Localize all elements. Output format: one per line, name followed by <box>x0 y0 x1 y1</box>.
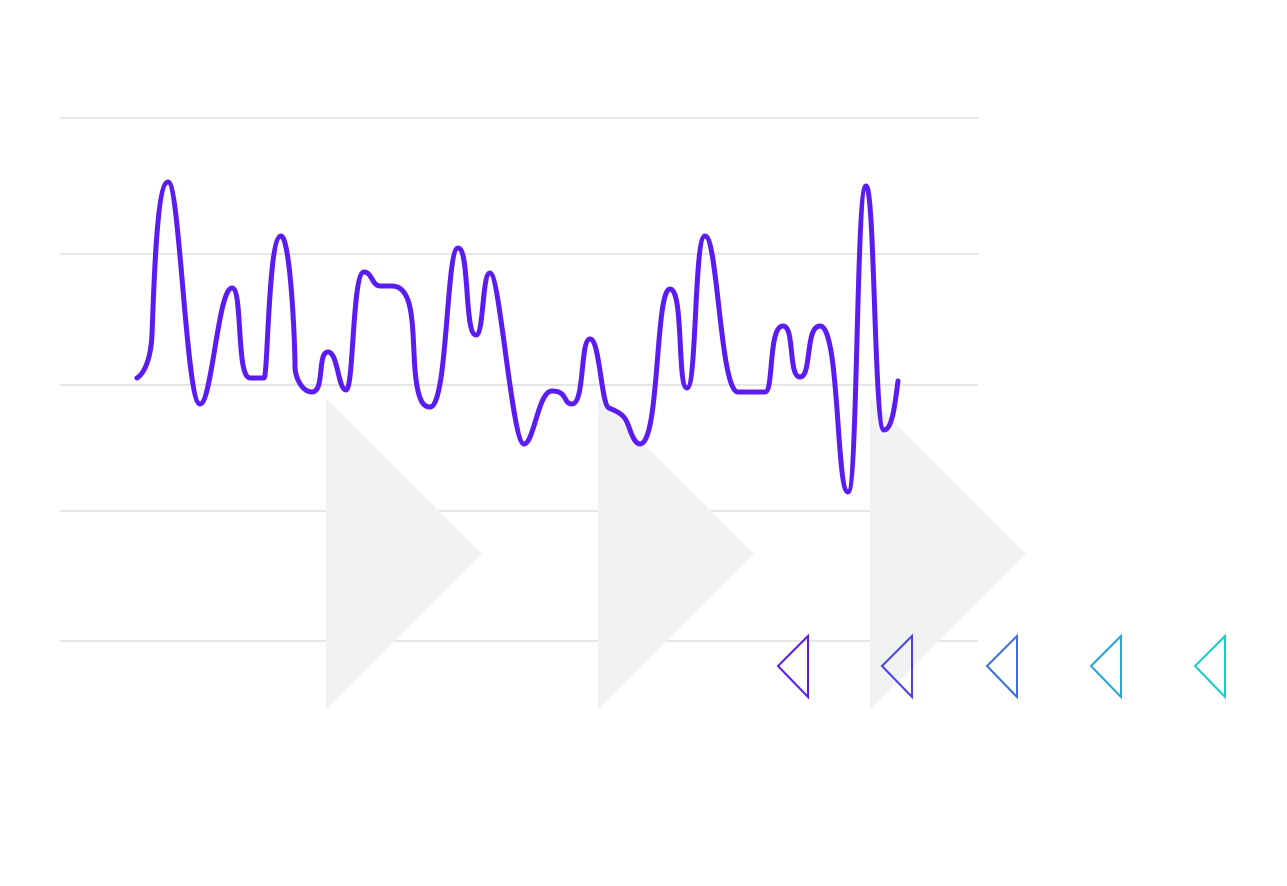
play-shapes <box>326 398 1026 710</box>
play-shape <box>598 398 754 710</box>
play-shape <box>326 398 482 710</box>
chevron-left-outline-icon <box>1089 633 1122 700</box>
arrow-icons <box>776 633 1226 700</box>
chevron-left-outline-icon <box>880 633 913 700</box>
gridlines <box>60 117 978 642</box>
chevron-left-outline-icon <box>985 633 1018 700</box>
chevron-left-outline-icon <box>1193 633 1226 700</box>
waveform-line <box>134 179 901 495</box>
play-shape <box>870 398 1026 710</box>
chevron-left-outline-icon <box>776 633 809 700</box>
